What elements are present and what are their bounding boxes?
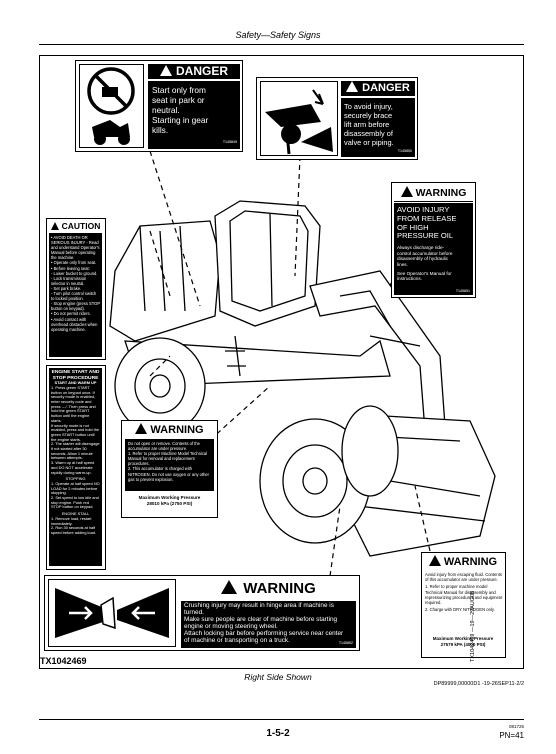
- engine-start-item: 2. The starter will disengage if not sta…: [51, 442, 100, 461]
- header-rule: [39, 44, 524, 45]
- danger-title: DANGER: [362, 82, 410, 94]
- warning-triangle-icon: [51, 222, 59, 230]
- warning-mid-text-panel: Do not open or remove. Contents of the a…: [125, 439, 214, 491]
- warning-sign-accumulator-mid: WARNING Do not open or remove. Contents …: [121, 420, 218, 518]
- engine-stall-item: 2. Run 30 seconds at half speed before a…: [51, 526, 100, 535]
- warning-triangle-icon: [346, 81, 358, 92]
- caution-banner: CAUTION: [48, 220, 103, 232]
- danger-banner: DANGER: [341, 81, 415, 96]
- danger1-line: seat in park or: [152, 95, 236, 105]
- footer-small-code: 081725: [480, 724, 524, 729]
- danger2-line: valve or piping.: [344, 138, 412, 147]
- danger1-line: neutral.: [152, 105, 236, 115]
- danger2-line: To avoid injury,: [344, 102, 412, 111]
- caution-text-panel: • AVOID DEATH OR SERIOUS INJURY - Read a…: [49, 233, 102, 357]
- figure-side-code: TX1042469 —19—29AUG08: [470, 512, 476, 662]
- warning-mid-line: 2. This accumulator is charged with NITR…: [128, 466, 211, 481]
- mwp-block: Maximum Working Pressure 27579 kPA (4000…: [423, 636, 503, 647]
- stopping-item: 2. Set speed to low idle and stop engine…: [51, 496, 100, 510]
- caution-item: • Operate only from seat.: [51, 260, 100, 265]
- danger1-line: Starting in gear: [152, 115, 236, 125]
- danger2-line: disassembly of: [344, 129, 412, 138]
- mwp-value: 28010 kPa (2750 PSI): [124, 501, 215, 507]
- warning-pressure-line: PRESSURE OIL: [397, 232, 470, 241]
- danger-sign-start-only: DANGER Start only from seat in park or n…: [75, 60, 243, 152]
- sign-code: T145852: [339, 640, 353, 647]
- sign-code: T145850: [398, 147, 412, 156]
- page-header-title: Safety—Safety Signs: [0, 30, 556, 40]
- warning-text-panel: AVOID INJURY FROM RELEASE OF HIGH PRESSU…: [394, 203, 473, 295]
- caution-item: • Avoid contact with overhead obstacles …: [51, 317, 100, 332]
- warning-banner: WARNING: [124, 423, 215, 438]
- warning-mid-line: 1. Refer to proper Machine Model Technic…: [128, 451, 211, 466]
- warning-triangle-icon: [429, 555, 441, 566]
- mwp-value: 27579 kPA (4000 PSI): [423, 642, 503, 648]
- caution-item: - Turn pilot control switch to locked po…: [51, 291, 100, 301]
- danger-title: DANGER: [176, 64, 228, 78]
- warning-accum-item: 2. Charge with DRY NITROGEN only.: [425, 607, 503, 612]
- caution-title: CAUTION: [62, 221, 101, 231]
- warning-accum-line: Avoid injury from escaping fluid. Conten…: [425, 572, 503, 582]
- caution-sign: CAUTION • AVOID DEATH OR SERIOUS INJURY …: [46, 218, 106, 360]
- warning-title: WARNING: [150, 424, 203, 436]
- warning-title: WARNING: [243, 580, 316, 597]
- sign-code: T145849: [223, 137, 237, 147]
- mwp-label: Maximum Working Pressure: [423, 636, 503, 642]
- warning-triangle-icon: [135, 423, 147, 434]
- danger2-line: lift arm before: [344, 120, 412, 129]
- danger-sign-brace-lift-arm: DANGER To avoid injury, securely brace l…: [256, 77, 418, 160]
- danger-text-panel: Start only from seat in park or neutral.…: [148, 81, 240, 149]
- caution-item: - Lower bucket to ground.: [51, 271, 100, 276]
- danger1-line: Start only from: [152, 85, 236, 95]
- engine-start-title: ENGINE START AND: [51, 370, 100, 376]
- warning-triangle-icon: [221, 580, 237, 594]
- warning-triangle-icon: [160, 65, 172, 76]
- warning-accum-text: Avoid injury from escaping fluid. Conten…: [425, 572, 503, 612]
- danger1-line: kills.: [152, 125, 236, 135]
- warning-title: WARNING: [416, 187, 467, 199]
- warning-triangle-icon: [401, 186, 413, 197]
- danger-banner: DANGER: [148, 64, 240, 79]
- mwp-block: Maximum Working Pressure 28010 kPa (2750…: [124, 495, 215, 507]
- warning-banner: WARNING: [181, 579, 356, 599]
- doc-reference: DP89999,00000D1 -19-26SEP11-2/2: [340, 681, 524, 687]
- figure-id: TX1042469: [40, 656, 87, 666]
- crush-hazard-pictogram: [48, 579, 176, 647]
- danger2-line: securely brace: [344, 111, 412, 120]
- warning-sign-crushing-injury: WARNING Crushing injury may result in hi…: [44, 575, 360, 651]
- no-riding-pictogram: [79, 64, 144, 148]
- sign-code: T145851: [456, 289, 470, 293]
- engine-start-item: 1. Press green START button on keypad on…: [51, 386, 100, 424]
- warning-sign-accumulator-right: WARNING Avoid injury from escaping fluid…: [421, 552, 506, 658]
- crush-line: of machine or transporting on a truck.: [184, 638, 353, 645]
- warning-sign-high-pressure-oil: WARNING AVOID INJURY FROM RELEASE OF HIG…: [391, 182, 476, 298]
- brace-lift-arm-pictogram: [260, 81, 338, 156]
- danger-text-panel: To avoid injury, securely brace lift arm…: [341, 98, 415, 157]
- warning-banner: WARNING: [423, 555, 503, 570]
- caution-item: - Lock transmission selector in neutral.: [51, 276, 100, 286]
- footer-rule: [39, 719, 524, 720]
- engine-start-item: If security mode is not enabled, press a…: [51, 424, 100, 443]
- warning-pressure-body: instructions.: [397, 276, 470, 282]
- crush-line: Crushing injury may result in hinge area…: [184, 603, 353, 610]
- engine-start-stop-decal: ENGINE START AND STOP PROCEDURE START AN…: [46, 365, 106, 570]
- engine-start-panel: ENGINE START AND STOP PROCEDURE START AN…: [49, 368, 102, 566]
- caution-item: - Stop engine (press STOP button on keyp…: [51, 301, 100, 311]
- warning-accum-item: 1. Refer to proper machine model Technic…: [425, 584, 503, 605]
- crush-warning-text-panel: Crushing injury may result in hinge area…: [181, 601, 356, 648]
- warning-mid-line: Do not open or remove. Contents of the a…: [128, 441, 211, 451]
- engine-start-item: 3. Warm up at half speed and DO NOT acce…: [51, 461, 100, 475]
- caution-item: • AVOID DEATH OR SERIOUS INJURY - Read a…: [51, 235, 100, 260]
- stopping-item: 1. Operate at half speed NO LOAD for 2 m…: [51, 482, 100, 496]
- footer-pn: PN=41: [470, 731, 524, 740]
- warning-banner: WARNING: [394, 185, 473, 202]
